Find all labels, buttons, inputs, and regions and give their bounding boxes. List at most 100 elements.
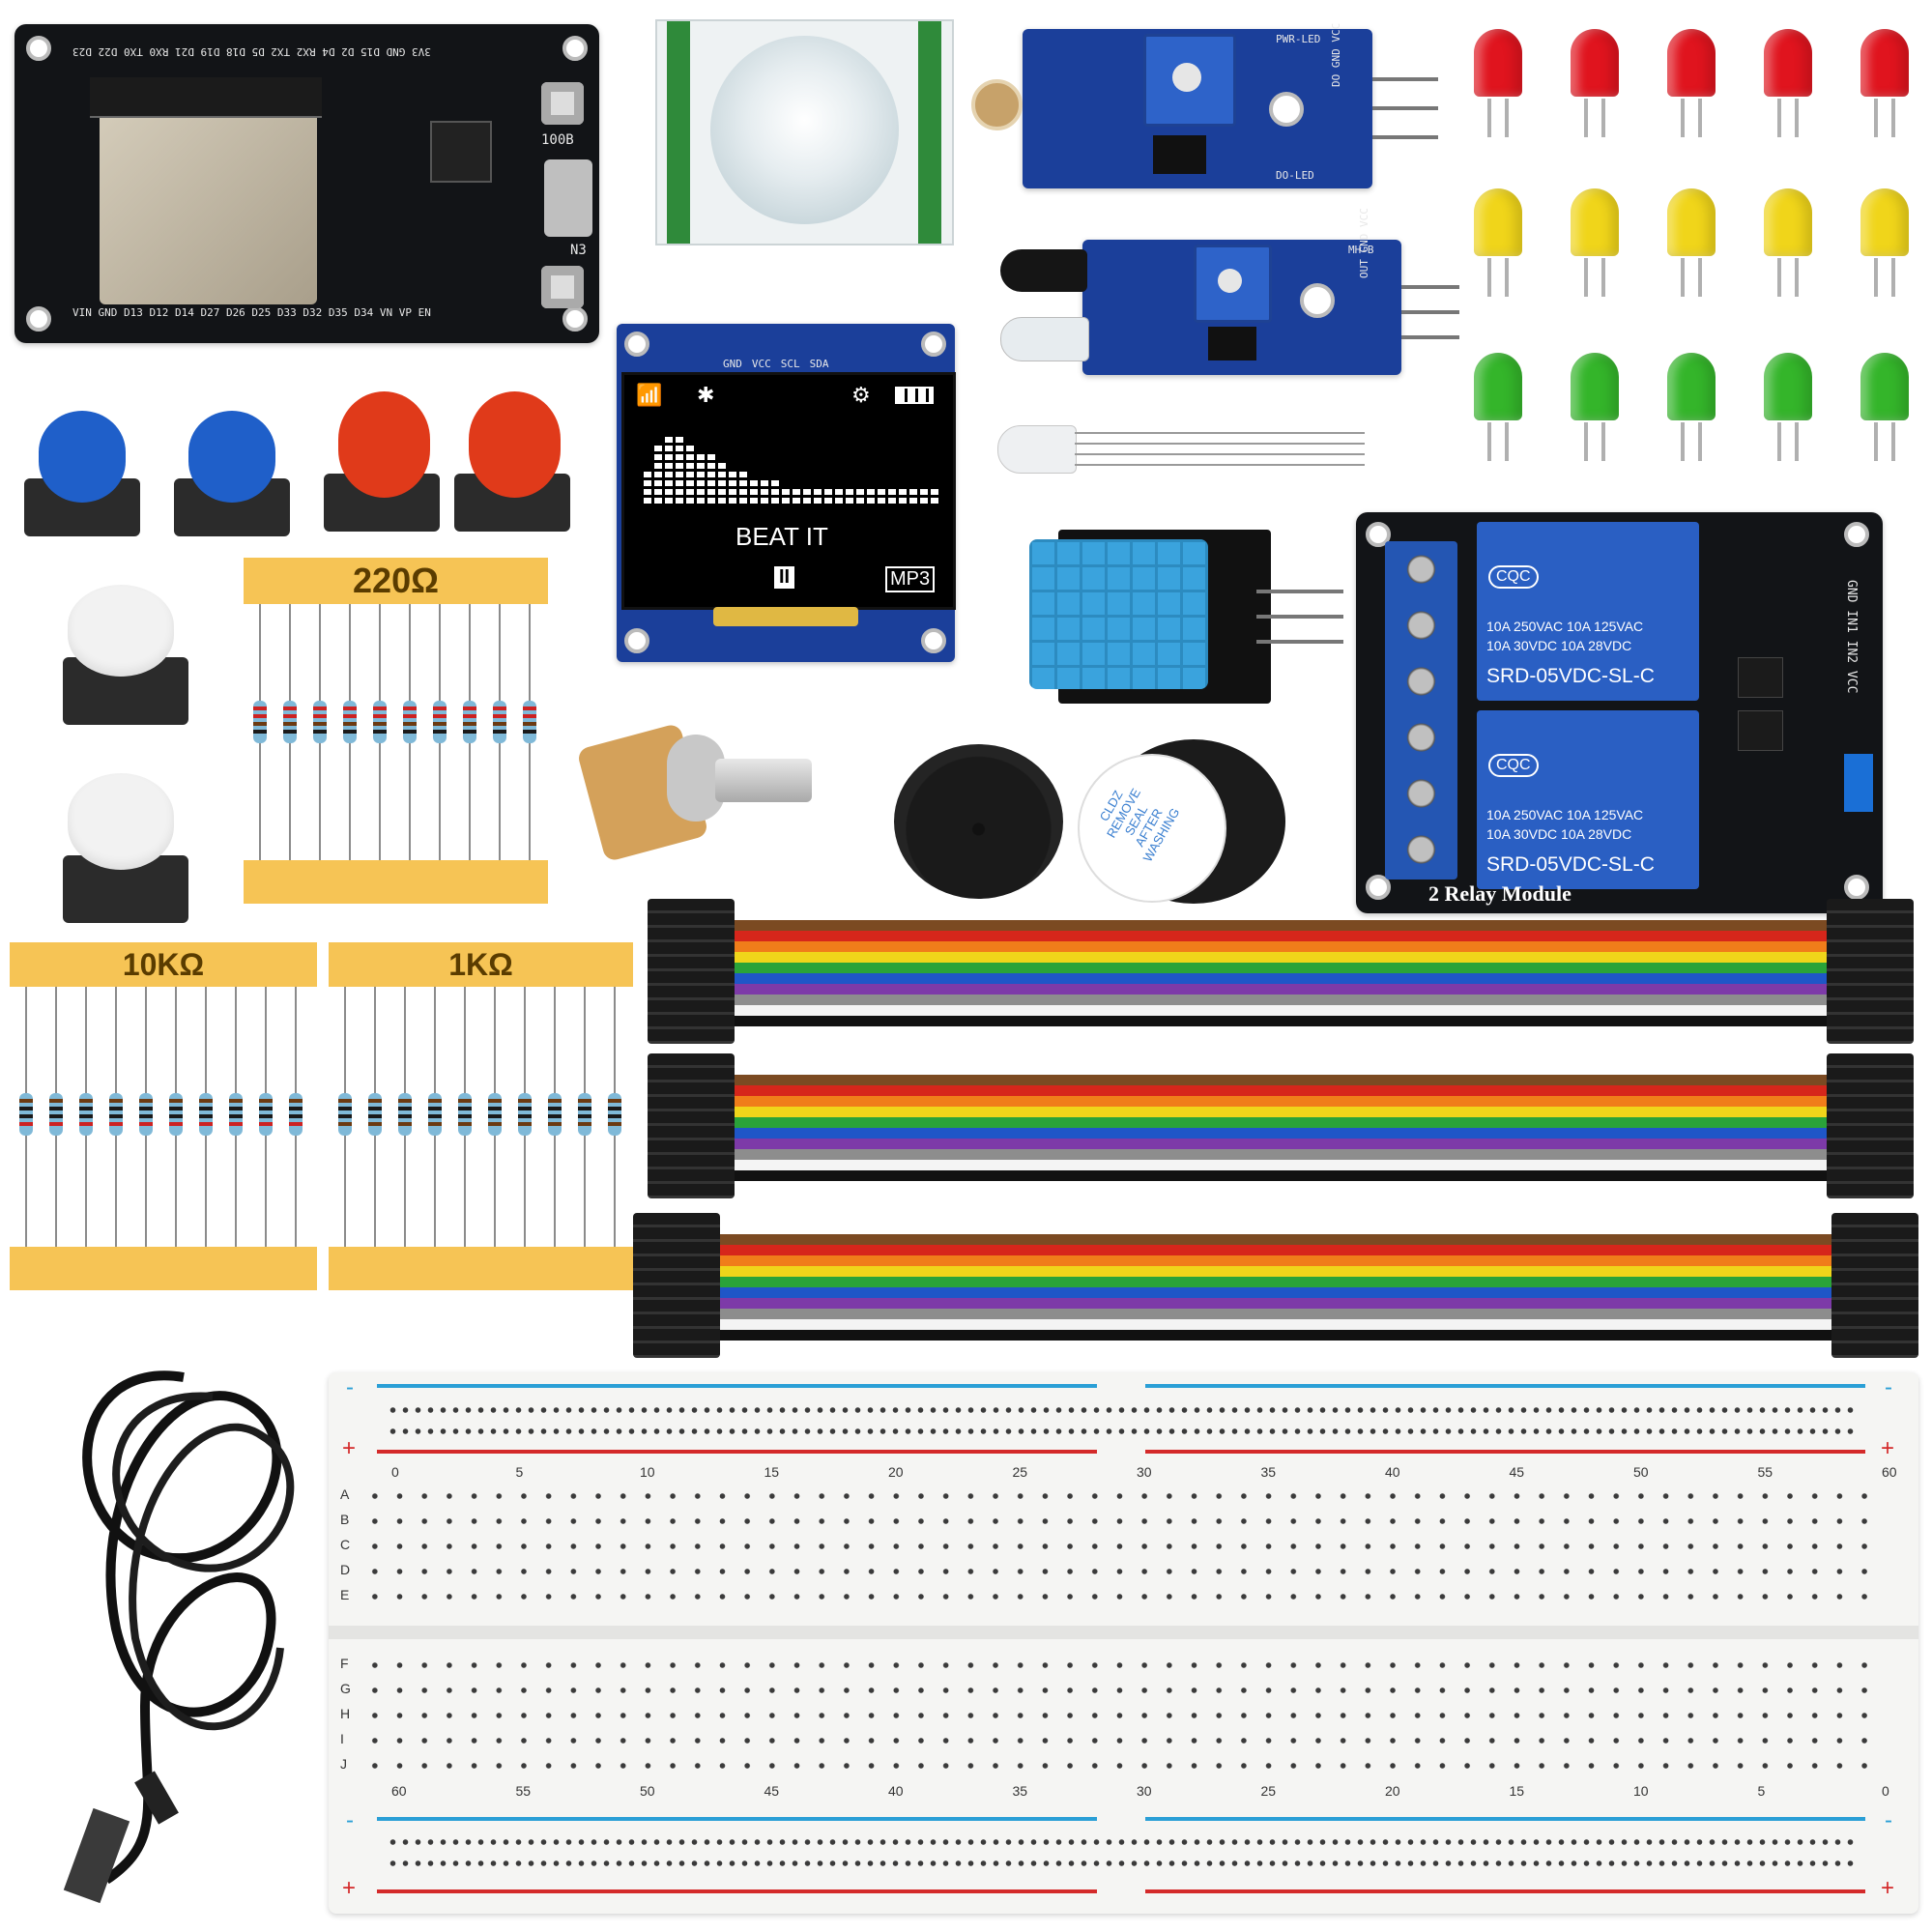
- equalizer-bar-segment: [697, 472, 705, 477]
- column-number: 15: [1509, 1783, 1525, 1799]
- rail-red-line: [377, 1450, 1097, 1454]
- resistor-body: [253, 701, 267, 743]
- rail-red-line: [1145, 1450, 1865, 1454]
- equalizer-bar-segment: [697, 480, 705, 486]
- jumper-wire: [735, 984, 1827, 995]
- resistor-band: [403, 722, 417, 726]
- equalizer-bar-segment: [686, 489, 694, 495]
- column-number: 0: [1882, 1783, 1889, 1799]
- resistor-band: [253, 714, 267, 718]
- resistor-band: [139, 1114, 153, 1118]
- usb-port: [544, 159, 592, 237]
- jumper-wire: [735, 1075, 1827, 1085]
- led-leg: [1601, 99, 1605, 137]
- resistor-band: [493, 714, 506, 718]
- column-number: 60: [391, 1783, 407, 1799]
- resistor-body: [373, 701, 387, 743]
- equalizer-bar-segment: [665, 480, 673, 486]
- resistor-band: [518, 1107, 532, 1110]
- resistor-band: [79, 1114, 93, 1118]
- oled-pin-label: SDA: [809, 358, 829, 370]
- column-number: 50: [1633, 1464, 1649, 1480]
- green-led: [1571, 353, 1619, 420]
- yellow-led: [1474, 188, 1522, 256]
- jumper-wire-bundle: [648, 1053, 1914, 1198]
- resistor-band: [199, 1099, 213, 1103]
- resistor-band: [373, 730, 387, 734]
- equalizer-bar-segment: [761, 480, 768, 486]
- esp32-top-pin-labels: 3V3 GND D15 D2 D4 RX2 TX2 D5 D18 D19 D21…: [72, 45, 431, 58]
- pir-dome: [710, 36, 899, 224]
- passive-buzzer: [894, 744, 1063, 899]
- resistor-band: [199, 1122, 213, 1126]
- resistor-band: [458, 1114, 472, 1118]
- column-number: 30: [1137, 1464, 1152, 1480]
- resistor-band: [518, 1114, 532, 1118]
- resistor-band: [343, 714, 357, 718]
- rail-red-line: [1145, 1889, 1865, 1893]
- resistor-band: [289, 1114, 303, 1118]
- button-label: 100B: [541, 132, 574, 148]
- led-leg: [1601, 258, 1605, 297]
- column-number: 10: [640, 1464, 655, 1480]
- center-channel: [329, 1626, 1918, 1639]
- equalizer-bar-segment: [729, 480, 736, 486]
- column-number: 25: [1012, 1464, 1028, 1480]
- jumper-wire-bundle: [633, 1213, 1918, 1358]
- resistor-body: [313, 701, 327, 743]
- ir-pin-labels: OUT GND VCC: [1358, 208, 1370, 278]
- resistor-band: [343, 706, 357, 710]
- rail-plus-label: +: [342, 1435, 357, 1461]
- resistor-body: [518, 1093, 532, 1136]
- equalizer-bar-segment: [654, 472, 662, 477]
- resistor-band: [289, 1107, 303, 1110]
- equalizer-bar-segment: [707, 498, 715, 504]
- screw-terminal-block: [1385, 541, 1457, 879]
- resistor-band: [433, 730, 447, 734]
- equalizer-bar-segment: [686, 480, 694, 486]
- push-button-blue-cap: [39, 411, 126, 503]
- resistor-band: [548, 1114, 562, 1118]
- rail-blue-line: [1145, 1817, 1865, 1821]
- resistor-band: [313, 730, 327, 734]
- equalizer-bar-segment: [729, 498, 736, 504]
- relay-rating: 10A 250VAC 10A 125VAC: [1486, 807, 1644, 822]
- row-letter: J: [340, 1756, 347, 1772]
- led-leg: [1795, 422, 1799, 461]
- rgb-led: [997, 425, 1077, 474]
- signal-icon: 📶: [636, 383, 663, 407]
- resistor-band: [109, 1114, 123, 1118]
- jumper-connector-block: [648, 899, 735, 1044]
- equalizer-bar-segment: [931, 489, 938, 495]
- column-number: 55: [515, 1783, 532, 1799]
- equalizer-graphic: [644, 437, 938, 504]
- jumper-wire-bundle: [648, 899, 1914, 1044]
- equalizer-bar-segment: [697, 454, 705, 460]
- equalizer-bar-segment: [707, 472, 715, 477]
- jumper-wire: [735, 1005, 1827, 1016]
- mount-hole: [921, 628, 946, 653]
- equalizer-bar-segment: [920, 498, 928, 504]
- equalizer-bar-segment: [718, 472, 726, 477]
- resistor-tape: [10, 1247, 317, 1290]
- resistor-band: [259, 1122, 273, 1126]
- led-leg: [1681, 422, 1685, 461]
- jumper-wire: [735, 1096, 1827, 1107]
- jumper-wire: [735, 1107, 1827, 1117]
- equalizer-bar-segment: [782, 498, 790, 504]
- equalizer-bar-segment: [739, 498, 747, 504]
- resistor-band: [433, 714, 447, 718]
- resistor-body: [433, 701, 447, 743]
- resistor-band: [463, 730, 476, 734]
- resistor-band: [523, 722, 536, 726]
- equalizer-bar-segment: [814, 489, 822, 495]
- column-number: 35: [1260, 1464, 1277, 1480]
- led-leg: [1487, 422, 1491, 461]
- equalizer-bar-segment: [729, 489, 736, 495]
- do-led-label: DO-LED: [1276, 169, 1314, 182]
- equalizer-bar-segment: [856, 498, 864, 504]
- rail-minus-label: -: [346, 1807, 354, 1833]
- mount-hole: [921, 332, 946, 357]
- mount-hole: [1844, 875, 1869, 900]
- rail-holes-top: [387, 1399, 1856, 1444]
